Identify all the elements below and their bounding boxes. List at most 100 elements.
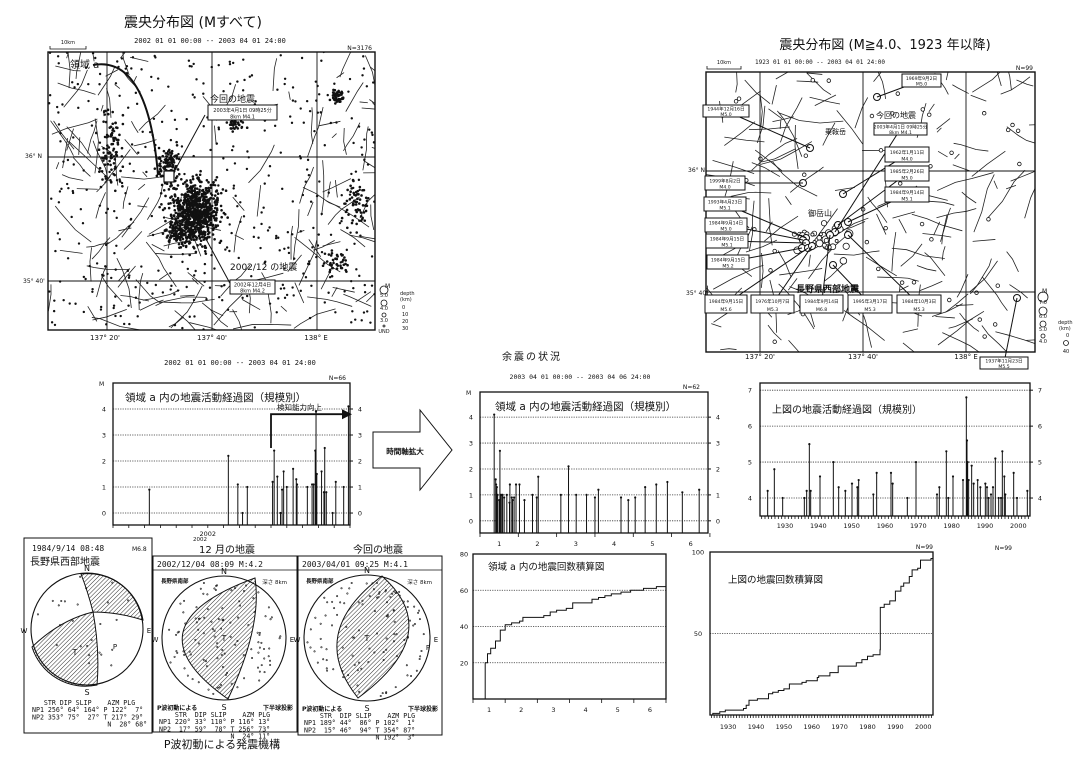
polarity-marker <box>331 624 334 627</box>
epicenter-dot <box>347 90 350 93</box>
epicenter-dot <box>109 178 112 182</box>
polarity-marker <box>264 615 267 618</box>
fault-line <box>973 174 995 233</box>
polarity-marker <box>314 616 317 619</box>
fault-line <box>55 65 81 72</box>
epicenter-dot <box>162 161 166 164</box>
epicenter-dot <box>76 82 80 86</box>
epicenter-dot <box>55 105 59 109</box>
epicenter-dot <box>191 189 195 192</box>
epicenter-dot <box>331 94 335 97</box>
west-label: W <box>294 636 301 644</box>
epicenter-dot <box>263 129 266 132</box>
epicenter-dot <box>300 56 304 60</box>
legend-magnitude-value: 3.0 <box>380 318 388 324</box>
latitude-label: 36° N <box>688 167 705 174</box>
epicenter-dot <box>195 78 198 81</box>
epicenter-dot <box>228 223 231 226</box>
epicenter-dot <box>177 242 181 246</box>
fault-line <box>892 211 916 219</box>
fault-line <box>916 265 937 272</box>
polarity-marker <box>230 682 233 685</box>
legend-depth: depth <box>1058 320 1073 326</box>
chart-title: 領域 a 内の地震活動経過図（規模別） <box>495 400 676 413</box>
epicenter-dot <box>169 201 172 205</box>
legend-magnitude-symbol <box>1039 320 1047 328</box>
event-marker <box>271 480 274 483</box>
polarity-marker <box>168 628 171 631</box>
polarity-marker <box>191 678 194 681</box>
epicenter-dot <box>126 269 130 273</box>
epicenter-dot <box>362 311 366 314</box>
y-tick-label: 80 <box>460 551 468 559</box>
callout-date: 1993年4月23日 <box>708 198 742 205</box>
epicenter-dot <box>287 246 290 249</box>
polarity-marker <box>373 651 376 654</box>
polarity-marker <box>379 695 382 698</box>
epicenter-dot <box>211 228 215 232</box>
polarity-marker <box>270 616 273 619</box>
fault-line <box>806 72 823 75</box>
fault-line <box>768 198 773 246</box>
legend-magnitude-symbol <box>1037 291 1049 303</box>
epicenter-dot <box>339 264 342 268</box>
epicenter-dot <box>305 99 309 103</box>
polarity-marker <box>385 648 388 651</box>
east-label: E <box>290 636 294 644</box>
epicenter-dot <box>283 296 287 300</box>
fault-line <box>293 308 336 329</box>
fault-line <box>779 268 823 276</box>
epicenter-dot <box>366 163 370 166</box>
event-marker <box>295 483 299 486</box>
event-marker <box>818 475 822 478</box>
callout-date: 1944年12月16日 <box>707 105 744 112</box>
y-tick-label: 0 <box>469 517 473 525</box>
epicenter-dot <box>172 233 176 236</box>
x-tick-label: 1980 <box>859 723 876 731</box>
legend-magnitude-symbol <box>1040 333 1046 339</box>
epicenter-dot <box>195 204 199 207</box>
epicenter-dot <box>120 57 124 60</box>
epicenter-dot <box>181 326 184 330</box>
epicenter-dot <box>99 185 103 189</box>
epicenter-dot <box>57 111 60 114</box>
fault-line <box>787 278 798 291</box>
fault-line <box>343 293 372 307</box>
epicenter-dot <box>323 301 326 304</box>
event-marker <box>961 478 965 482</box>
detection-improvement-bracket <box>270 413 344 449</box>
epicenter-dot <box>117 138 120 142</box>
epicenter-dot <box>130 67 133 70</box>
epicenter-dot <box>178 219 182 223</box>
fault-line <box>778 112 844 124</box>
epicenter-dot <box>194 269 197 273</box>
event-marker <box>273 449 276 452</box>
epicenter-dot <box>352 199 356 203</box>
epicenter-dot <box>323 144 326 147</box>
epicenter-dot <box>350 117 353 120</box>
epicenter-dot <box>183 180 187 184</box>
epicenter-dot <box>308 316 312 320</box>
epicenter-dot <box>219 191 223 195</box>
place-label-ontake: 御岳山 <box>808 208 832 218</box>
event-marker <box>331 511 334 515</box>
epicenter-circle <box>986 217 991 222</box>
callout-date: 2003年4月1日 09時25分 <box>874 123 928 130</box>
event-marker <box>498 449 502 452</box>
epicenter-dot <box>212 216 216 220</box>
epicenter-dot <box>174 179 177 183</box>
epicenter-dot <box>181 210 184 214</box>
epicenter-dot <box>101 178 104 181</box>
map-frame <box>47 51 376 331</box>
fault-line <box>327 196 360 225</box>
polarity-marker <box>353 663 356 666</box>
fault-line <box>343 128 347 155</box>
epicenter-dot <box>250 274 253 278</box>
fault-line <box>953 142 989 152</box>
legend-magnitude-symbol <box>379 285 389 295</box>
epicenter-dot <box>364 209 368 213</box>
epicenter-dot <box>127 106 130 109</box>
mechanism-datetime: 2003/04/01 09:25 M:4.1 <box>302 560 408 569</box>
